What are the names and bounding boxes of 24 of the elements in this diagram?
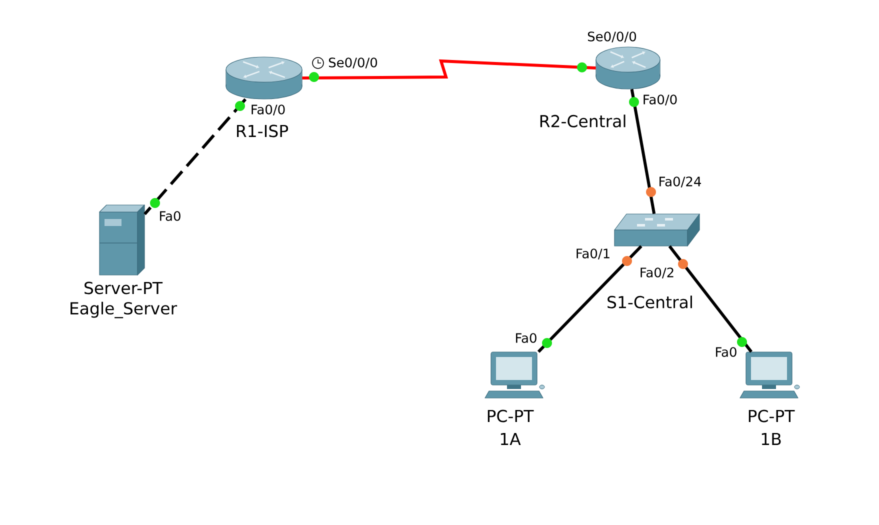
port-label: Se0/0/0 <box>588 32 636 42</box>
device-label: PC-PT <box>748 410 795 422</box>
port-label: Fa0/0 <box>252 104 285 116</box>
connection-line <box>630 88 656 214</box>
device-label: Server-PT <box>84 282 163 294</box>
port-label: Fa0/1 <box>576 248 610 260</box>
device-label: R1-ISP <box>237 124 288 138</box>
device-label: PC-PT <box>488 410 534 422</box>
device-label: S1-Central <box>608 296 692 308</box>
port-label: Fa0/0 <box>644 94 677 106</box>
connection-line <box>537 245 642 353</box>
device-label: Eagle_Server <box>70 302 178 318</box>
device-label: 1A <box>500 432 521 445</box>
port-label: Fa0/2 <box>640 268 674 278</box>
port-label: Fa0/24 <box>660 176 701 188</box>
connection-line <box>144 98 247 216</box>
device-label: R2-Central <box>540 114 626 128</box>
connection-line <box>668 245 752 353</box>
device-label: 1B <box>762 432 781 445</box>
port-label: Fa0 <box>716 347 736 357</box>
connection-line <box>302 59 596 80</box>
port-label: Fa0 <box>160 211 180 221</box>
port-label: Se0/0/0 <box>328 58 378 68</box>
port-label: Fa0 <box>516 333 536 343</box>
